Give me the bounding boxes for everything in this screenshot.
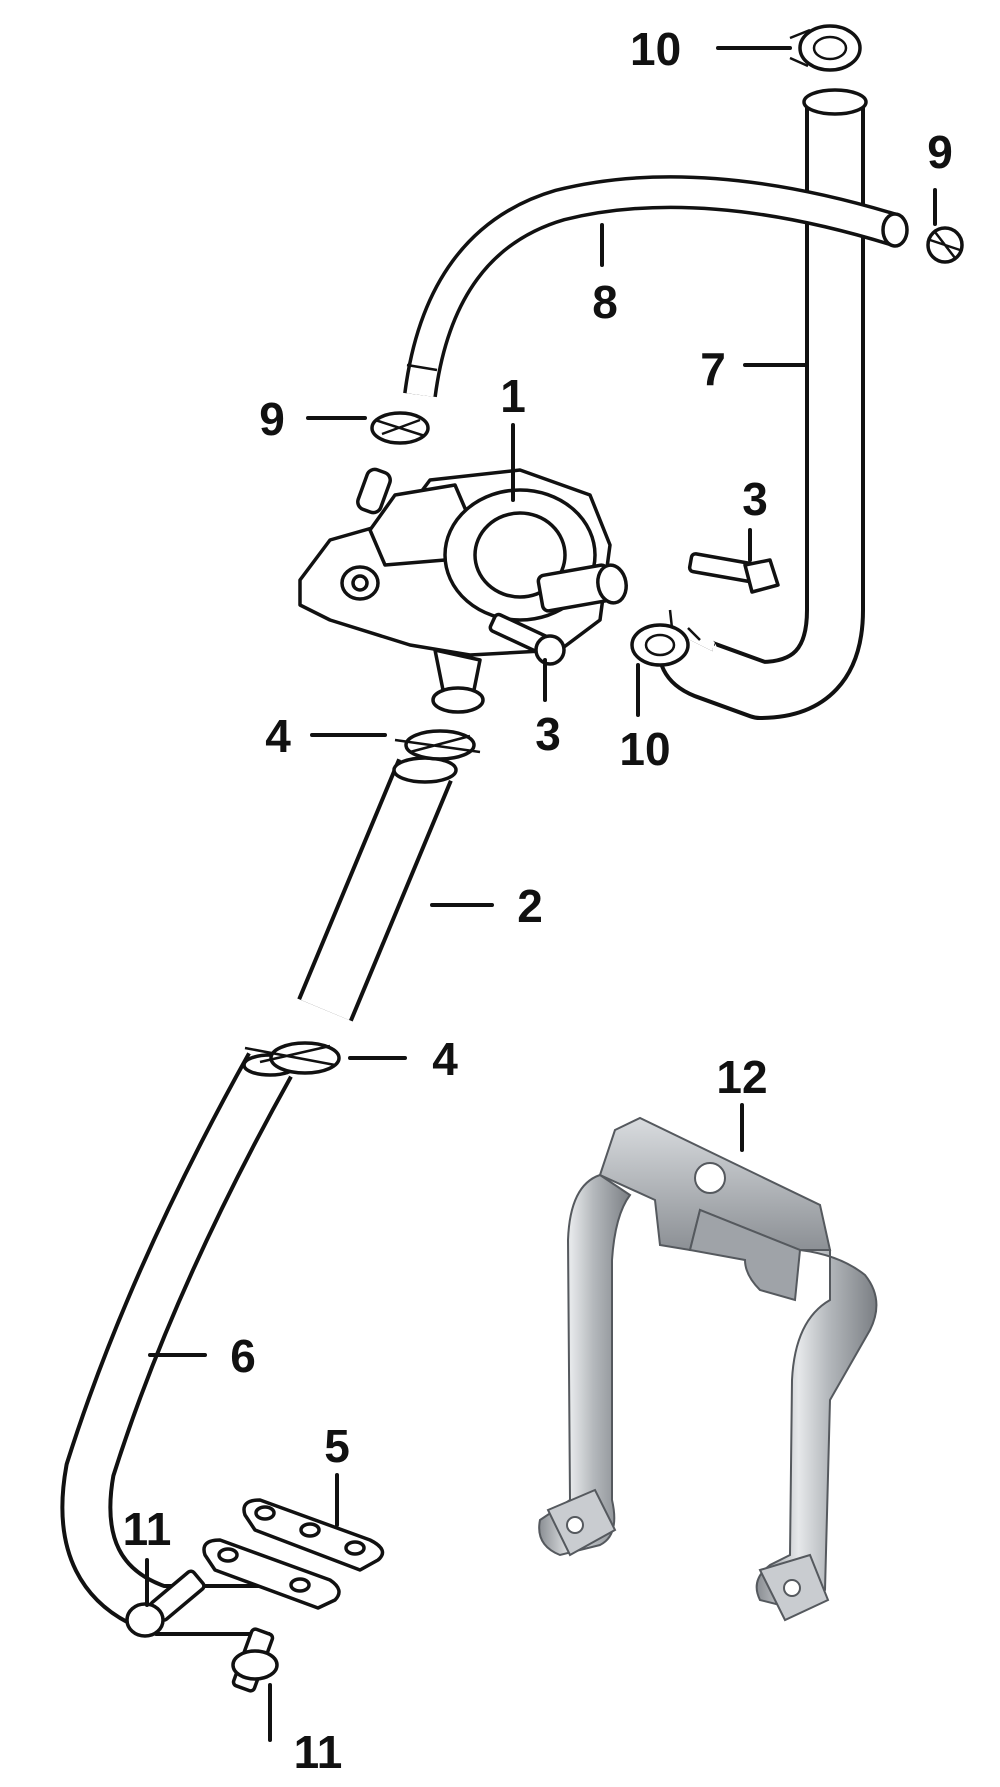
clamp-part-10-lower (630, 609, 701, 667)
bolt-part-3-upper (687, 552, 780, 594)
callout-2: 2 (517, 880, 543, 932)
callout-4-upper: 4 (265, 710, 291, 762)
callout-6: 6 (230, 1330, 256, 1382)
bolt-part-11-lower (231, 1627, 279, 1693)
clamp-part-4-upper (394, 729, 481, 761)
callout-10-lower: 10 (619, 723, 670, 775)
hose-part-2 (297, 756, 458, 1022)
clamp-part-9-right (926, 226, 964, 264)
callout-7: 7 (700, 343, 726, 395)
callout-9-left: 9 (259, 393, 285, 445)
callout-3-lower: 3 (535, 708, 561, 760)
clamp-part-4-lower (244, 1041, 341, 1075)
callout-5: 5 (324, 1420, 350, 1472)
callout-3-upper: 3 (742, 473, 768, 525)
hose-part-7 (657, 88, 868, 720)
callout-4-lower: 4 (432, 1033, 458, 1085)
clamp-part-10-top (789, 24, 862, 72)
callout-11-lower: 11 (294, 1726, 343, 1778)
callout-12: 12 (716, 1051, 767, 1103)
callout-11-upper: 11 (123, 1503, 172, 1555)
clamp-part-9-left (370, 411, 430, 445)
callout-9-right: 9 (927, 126, 953, 178)
callout-8: 8 (592, 276, 618, 328)
valve-body-part-1 (298, 467, 628, 714)
hose-part-8 (403, 175, 909, 398)
bracket-part-12 (538, 1116, 878, 1622)
leader-lines (145, 46, 937, 1742)
bolt-part-3-lower (488, 612, 566, 666)
flange-part-5 (202, 1498, 385, 1610)
bolt-part-11-upper (125, 1569, 206, 1638)
callout-10-top: 10 (630, 23, 681, 75)
callout-labels: 10 9 8 7 9 1 3 4 3 10 2 4 12 6 5 11 11 (123, 23, 953, 1778)
callout-1: 1 (500, 370, 526, 422)
